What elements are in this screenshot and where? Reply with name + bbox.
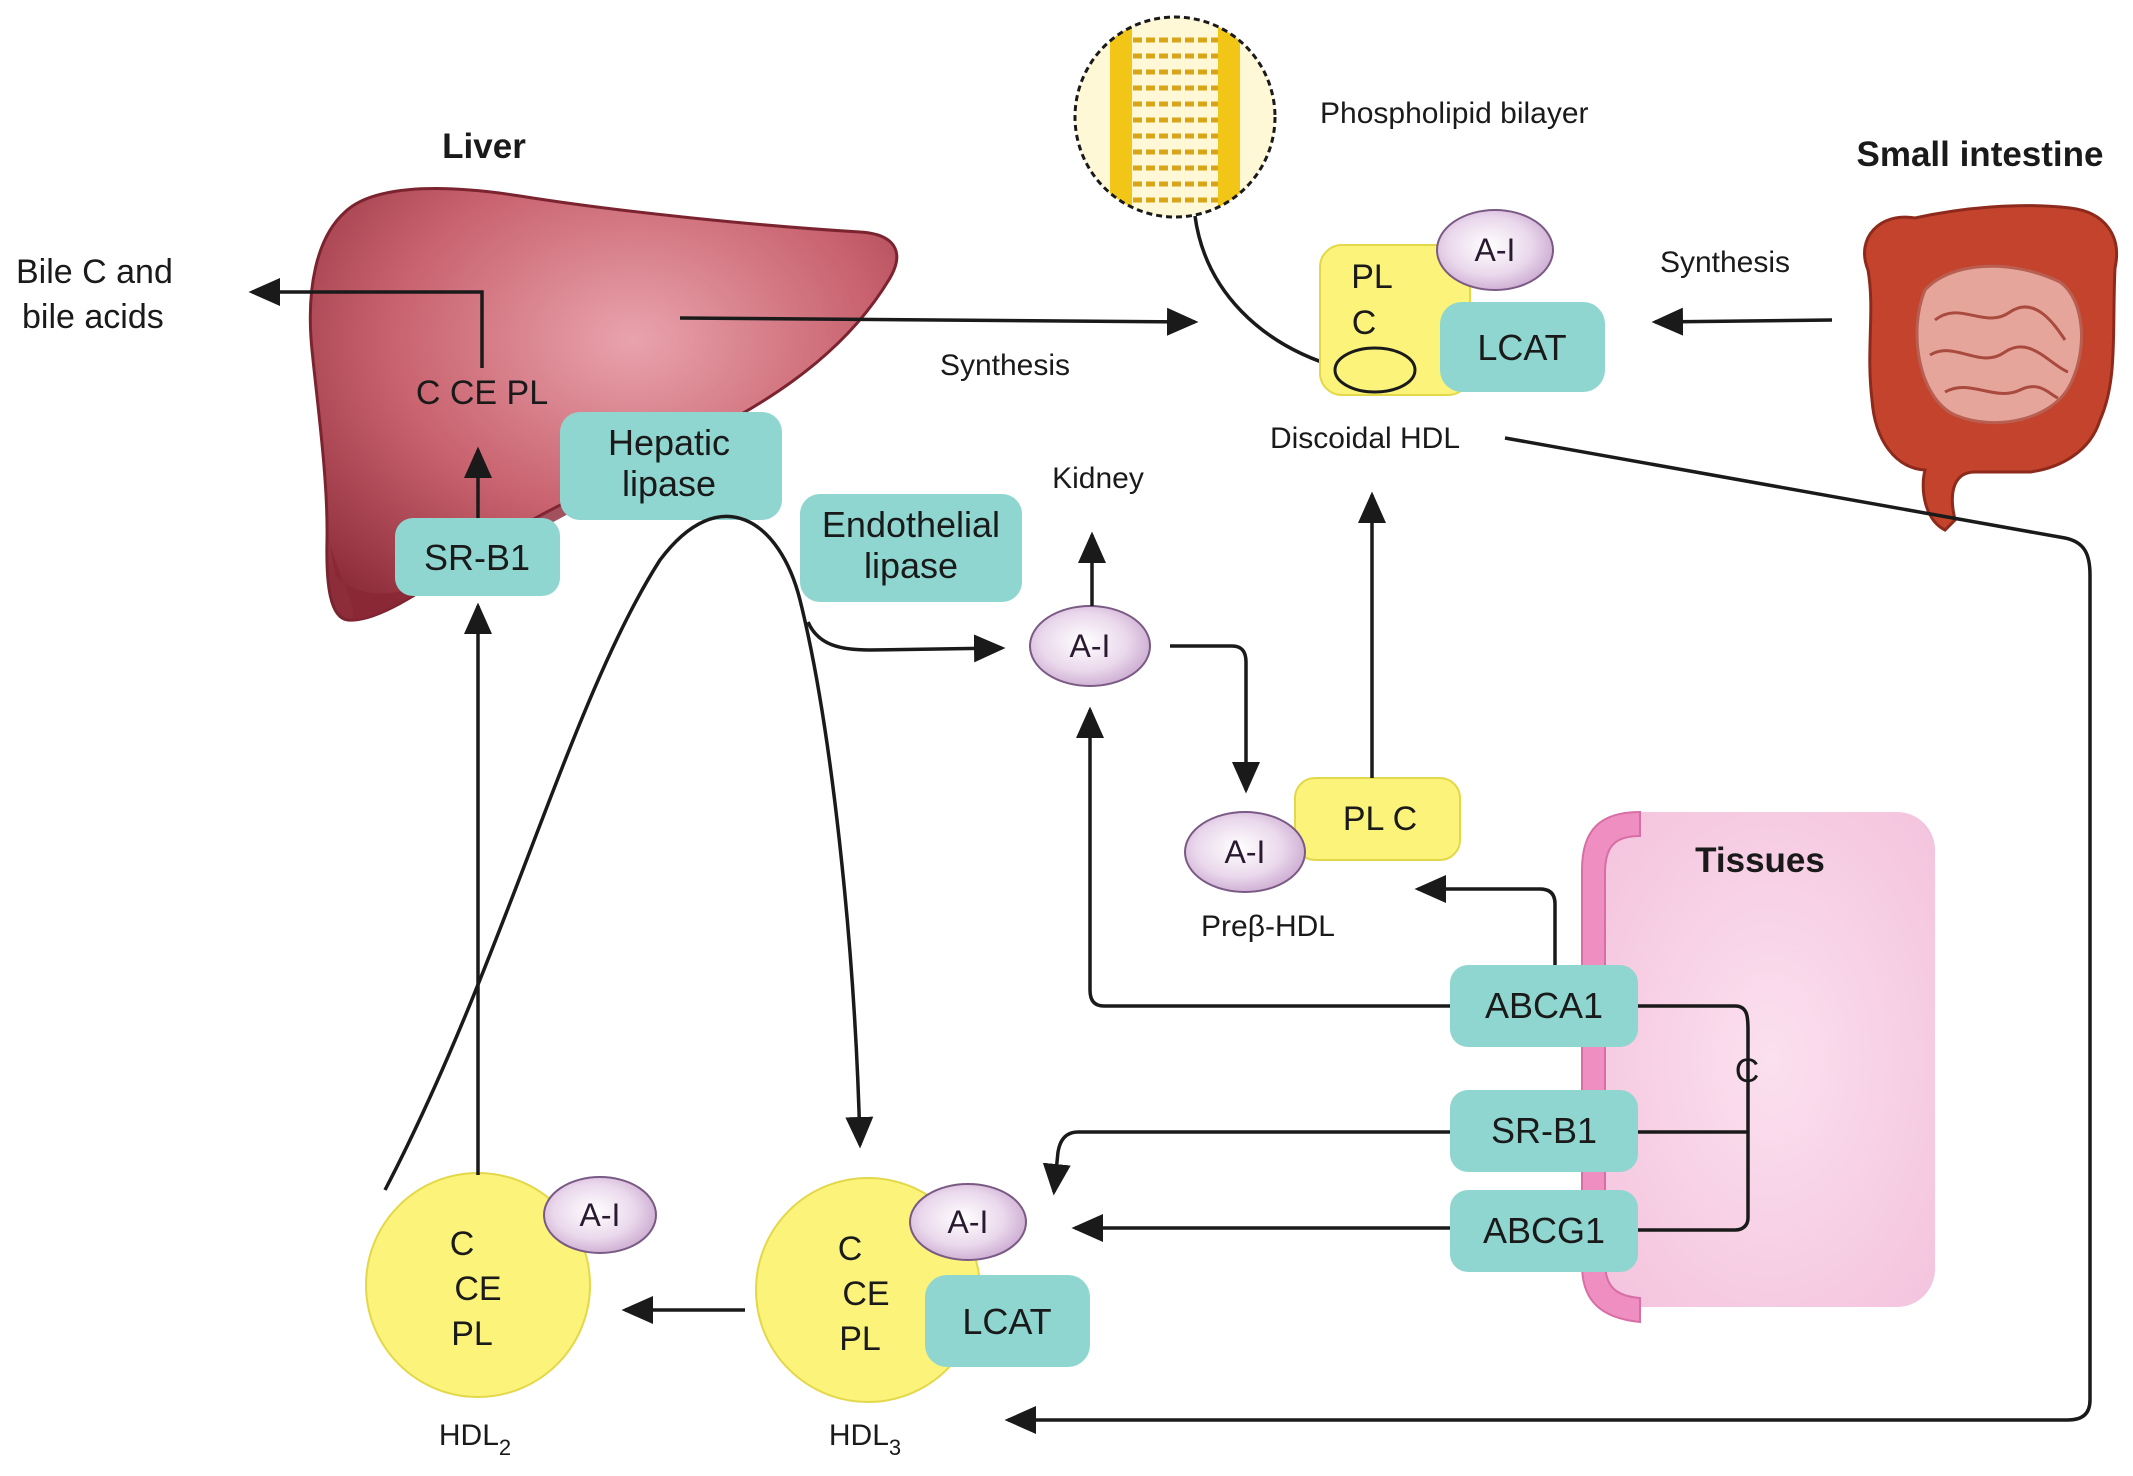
arrow-ai-to-prebeta <box>1170 644 1260 794</box>
discoidal-hdl-name: Discoidal HDL <box>1270 422 1460 455</box>
sr-b1-tissue-label: SR-B1 <box>1491 1110 1597 1151</box>
apo-ai-discoidal-label: A-I <box>1475 232 1516 268</box>
apo-ai-free-label: A-I <box>1070 628 1111 664</box>
arrow-lipase-to-ai <box>806 621 1006 663</box>
hdl2-name: HDL2 <box>439 1419 511 1460</box>
hdl3-name: HDL3 <box>829 1419 901 1460</box>
apo-ai-hdl3-label: A-I <box>948 1204 989 1240</box>
synthesis-liver-label: Synthesis <box>940 349 1070 382</box>
lcat-box-hdl3 <box>925 1275 1090 1367</box>
discoidal-hdl-edge <box>1333 346 1417 394</box>
prebeta-hdl: PL C A-I Preβ-HDL <box>1184 777 1461 943</box>
phospholipid-bilayer-label: Phospholipid bilayer <box>1320 97 1589 130</box>
tissue-body <box>1605 812 1935 1307</box>
discoidal-hdl-pl: PL <box>1351 258 1393 296</box>
prebeta-hdl-name: Preβ-HDL <box>1201 910 1335 943</box>
sr-b1-liver-label: SR-B1 <box>424 537 530 578</box>
apo-ai-prebeta-label: A-I <box>1225 834 1266 870</box>
lcat-hdl3-label: LCAT <box>962 1301 1051 1342</box>
apo-ai-hdl2-label: A-I <box>580 1197 621 1233</box>
small-intestine: Small intestine <box>1856 135 2118 532</box>
hdl3-line2: CE <box>842 1275 889 1313</box>
intestine-folds <box>1929 305 2069 400</box>
hdl2-line3: PL <box>451 1315 493 1353</box>
sr-b1-liver: SR-B1 <box>395 518 560 596</box>
arrow-abca1-to-prebeta <box>1414 875 1557 965</box>
pathway-arrows <box>248 278 2092 1434</box>
lcat-box-discoidal <box>1440 302 1605 392</box>
arrow-liver-to-bile <box>248 278 484 368</box>
lipid-tails <box>1120 37 1230 203</box>
hdl2-line2: CE <box>454 1270 501 1308</box>
bile-label-line2: bile acids <box>22 298 164 336</box>
arc-hepatic-lipase <box>383 514 874 1191</box>
arrow-abca1-to-ai <box>1076 706 1450 1008</box>
lcat-label-discoidal: LCAT <box>1477 327 1566 368</box>
hepatic-lipase-line1: Hepatic <box>608 422 730 463</box>
abca1-label: ABCA1 <box>1485 985 1603 1026</box>
discoidal-hdl-c: C <box>1352 304 1377 342</box>
prebeta-hdl-contents: PL C <box>1343 800 1417 838</box>
small-intestine-title: Small intestine <box>1856 135 2103 174</box>
arrow-discoidal-to-hdl3 <box>1004 436 2092 1434</box>
liver-contents: C CE PL <box>416 374 548 412</box>
liver-title: Liver <box>442 127 526 166</box>
sr-b1-tissue: SR-B1 <box>1450 1090 1638 1172</box>
hepatic-lipase: Hepatic lipase <box>560 412 782 520</box>
hepatic-lipase-line2: lipase <box>622 463 716 504</box>
abca1: ABCA1 <box>1450 965 1638 1047</box>
small-intestine-coils <box>1915 264 2083 425</box>
hdl3-line1: C <box>838 1230 863 1268</box>
apo-ai-free: A-I <box>1029 605 1151 687</box>
hdl2-line1: C <box>450 1225 475 1263</box>
hdl2: A-I C CE PL HDL2 <box>365 1172 657 1460</box>
apo-ai-discoidal <box>1436 209 1554 291</box>
arrow-liver-synthesis <box>679 307 1199 336</box>
endothelial-lipase: Endothelial lipase <box>800 494 1022 602</box>
bile-label-line1: Bile C and <box>16 253 173 291</box>
abcg1: ABCG1 <box>1450 1190 1638 1272</box>
hdl3: LCAT A-I C CE PL HDL3 <box>755 1177 1090 1460</box>
phospholipid-bilayer: Phospholipid bilayer <box>1073 15 1589 370</box>
tissue-cholesterol-bracket <box>1638 1004 1750 1232</box>
endothelial-lipase-line2: lipase <box>864 545 958 586</box>
abcg1-label: ABCG1 <box>1483 1210 1605 1251</box>
arrow-intestine-synthesis <box>1651 307 1833 336</box>
discoidal-hdl: PL C LCAT A-I Discoidal HDL <box>1270 209 1605 455</box>
synthesis-intestine-label: Synthesis <box>1660 246 1790 279</box>
kidney-label: Kidney <box>1052 462 1144 495</box>
endothelial-lipase-line1: Endothelial <box>822 504 1000 545</box>
hdl3-line3: PL <box>839 1320 881 1358</box>
tissues-title: Tissues <box>1695 841 1825 880</box>
arrow-srb1-tissue-to-hdl3 <box>1042 1130 1450 1196</box>
